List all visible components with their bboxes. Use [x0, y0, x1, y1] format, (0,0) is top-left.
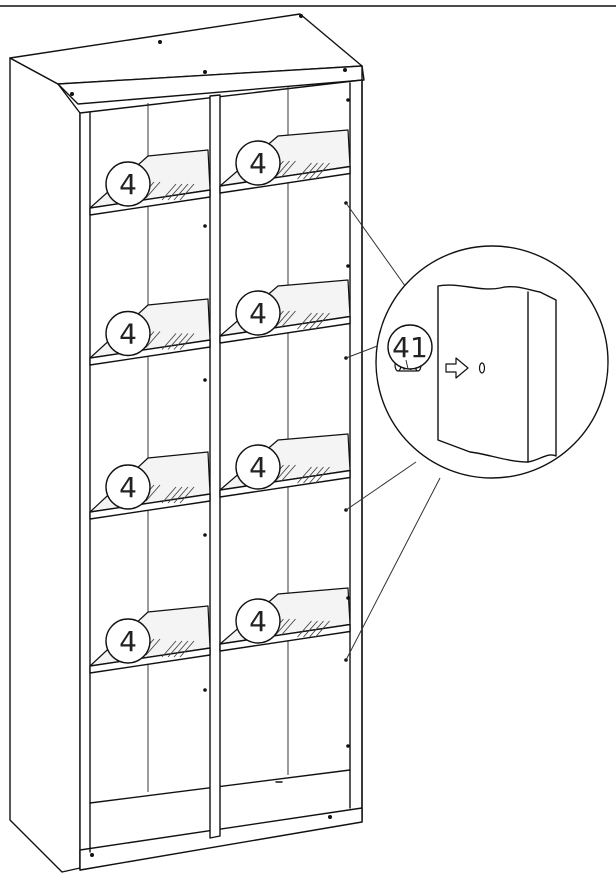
shelf-callout-label: 4 — [119, 471, 137, 504]
glass-shelf: 4 — [89, 298, 211, 366]
shelf-callout-circle — [235, 140, 281, 186]
shelf-callout-circle — [105, 464, 151, 510]
top-hole-5 — [343, 68, 347, 72]
detail-panel — [437, 284, 557, 463]
shelf-pin-hole — [346, 98, 350, 102]
shelf-callout-label: 4 — [249, 451, 267, 484]
glass-shelf: 4 — [89, 605, 211, 674]
shelf-callout-label: 4 — [249, 147, 267, 180]
shelf-callout-circle — [235, 444, 281, 490]
shelf-front-edge — [219, 469, 351, 498]
shelf-pin-hole — [203, 688, 207, 692]
shelf-callout-label: 4 — [119, 168, 137, 201]
shelf-pin-hole — [203, 224, 207, 228]
bottom-plinth — [79, 807, 363, 871]
shelf-callout-circle — [105, 310, 151, 357]
shelf-callout-label: 4 — [119, 625, 137, 658]
arrow-right-icon — [445, 357, 469, 379]
shelf-front-edge — [89, 647, 211, 674]
bottom-hole-2 — [90, 853, 94, 857]
top-hole-3 — [203, 70, 207, 74]
glass-shelves: 4 4 4 4 4 4 4 4 — [89, 129, 351, 674]
bookcase — [9, 13, 365, 873]
leader-line-3 — [345, 461, 417, 511]
leader-line-4 — [345, 477, 441, 661]
shelf-pin-hole — [346, 264, 350, 268]
shelf-callout-label: 4 — [249, 297, 267, 330]
shelf-front-edge — [219, 315, 351, 344]
pin-callout-leader — [405, 359, 409, 370]
top-front-edge — [57, 65, 365, 105]
leader-line-1 — [345, 202, 409, 291]
pin-callout-label: 41 — [392, 331, 428, 364]
shelf-callout-circle — [235, 290, 281, 336]
shelf-callout-label: 4 — [119, 318, 137, 351]
top-hole-2 — [299, 14, 303, 18]
glass-shelf: 4 — [219, 433, 351, 498]
shelf-callout-circle — [235, 598, 281, 644]
shelf-callout-circle — [105, 618, 151, 664]
left-side-panel — [9, 57, 81, 873]
shelf-front-edge — [219, 623, 351, 652]
leader-line-2 — [345, 344, 381, 359]
top-hole-4 — [70, 92, 74, 96]
shelf-pin-hole — [203, 533, 207, 537]
bottom-hole-1 — [328, 815, 332, 819]
shelf-callout-label: 4 — [249, 605, 267, 638]
shelf-front-edge — [89, 339, 211, 366]
shelf-pin-hole — [346, 596, 350, 600]
glass-shelf: 4 — [219, 279, 351, 344]
detail-callout: 41 — [345, 202, 609, 661]
drill-hole-icon — [478, 362, 486, 374]
shelf-callout-circle — [105, 161, 151, 207]
central-divider — [209, 94, 221, 839]
glass-shelf: 4 — [89, 149, 211, 216]
glass-shelf: 4 — [219, 129, 351, 194]
glass-reflection-hatch — [263, 618, 330, 638]
shelf-front-edge — [219, 165, 351, 194]
glass-shelf: 4 — [219, 587, 351, 652]
glass-shelf: 4 — [89, 451, 211, 520]
top-hole-1 — [158, 40, 162, 44]
shelf-front-edge — [89, 189, 211, 216]
pin-callout-circle — [387, 324, 433, 370]
shelf-pin-hole — [346, 744, 350, 748]
shelf-pin-hole — [203, 378, 207, 382]
shelf-front-edge — [89, 493, 211, 520]
